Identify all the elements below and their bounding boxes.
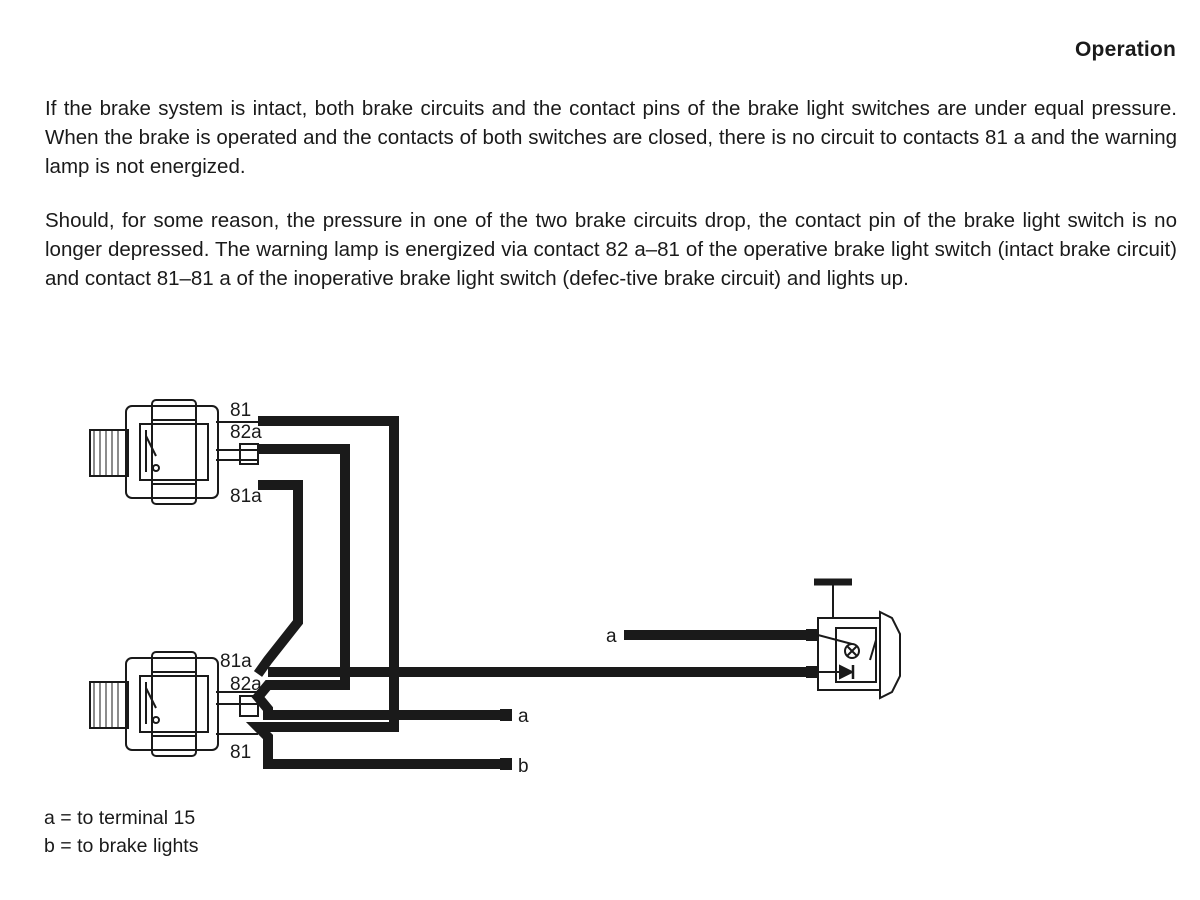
paragraph-pressure-drop: Should, for some reason, the pressure in… [45,209,1177,290]
section-heading: Operation [1075,38,1176,61]
lower-terminal-81a-label: 81a [220,651,252,672]
lamp-feed-a-label: a [606,626,617,647]
output-b-label: b [518,756,529,777]
legend-a: a = to terminal 15 [44,807,196,829]
legend-b: b = to brake lights [44,835,199,857]
lower-terminal-82a-label: 82a [230,674,262,695]
upper-terminal-82a-label: 82a [230,422,262,443]
wire-upper-81 [245,416,508,769]
output-a-label: a [518,706,529,727]
upper-brake-light-switch [89,399,259,505]
diode-icon [839,664,855,680]
wire-upper-82a [251,444,508,720]
upper-terminal-81-label: 81 [230,400,251,421]
wire-end-stubs [500,629,818,770]
wiring-harness [245,416,815,769]
lower-brake-light-switch [89,651,259,757]
upper-terminal-81a-label: 81a [230,486,262,507]
warning-lamp-assembly [814,578,901,700]
lower-terminal-81-label: 81 [230,742,251,763]
wiring-diagram: 81 82a 81a 81a 82a 81 a a b [89,399,901,777]
paragraph-intact-system: If the brake system is intact, both brak… [45,97,1177,178]
wire-upper-81a [253,480,303,677]
